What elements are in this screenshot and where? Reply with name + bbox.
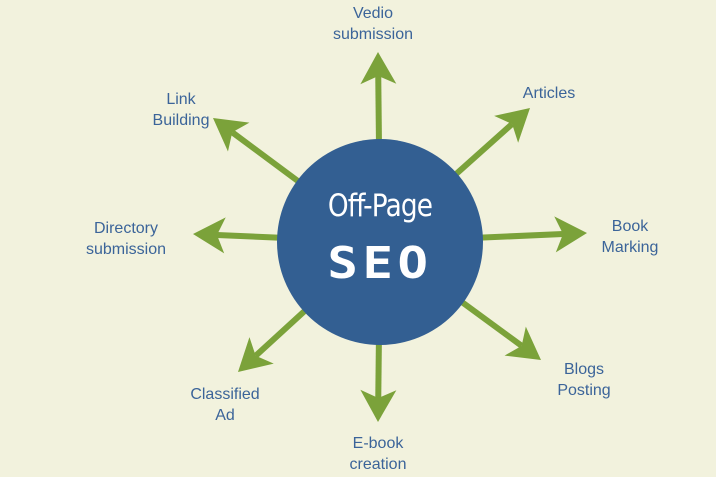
arrowhead-icon-directory [193, 217, 226, 254]
arrowhead-icon-link-building [213, 118, 250, 152]
arrowhead-icon-classified [238, 337, 274, 372]
arrowhead-icon-book-marking [554, 216, 587, 253]
branch-label-articles: Articles [522, 85, 576, 102]
arrowhead-icon-video [360, 52, 397, 85]
center-circle [277, 139, 483, 345]
arrowhead-icon-ebook [360, 389, 397, 422]
arrowhead-icon-articles [494, 108, 530, 143]
arrowhead-icon-blogs [504, 326, 541, 360]
center-title-off-page: Off-Page [327, 188, 433, 224]
center-title-seo: SEO [327, 238, 433, 289]
